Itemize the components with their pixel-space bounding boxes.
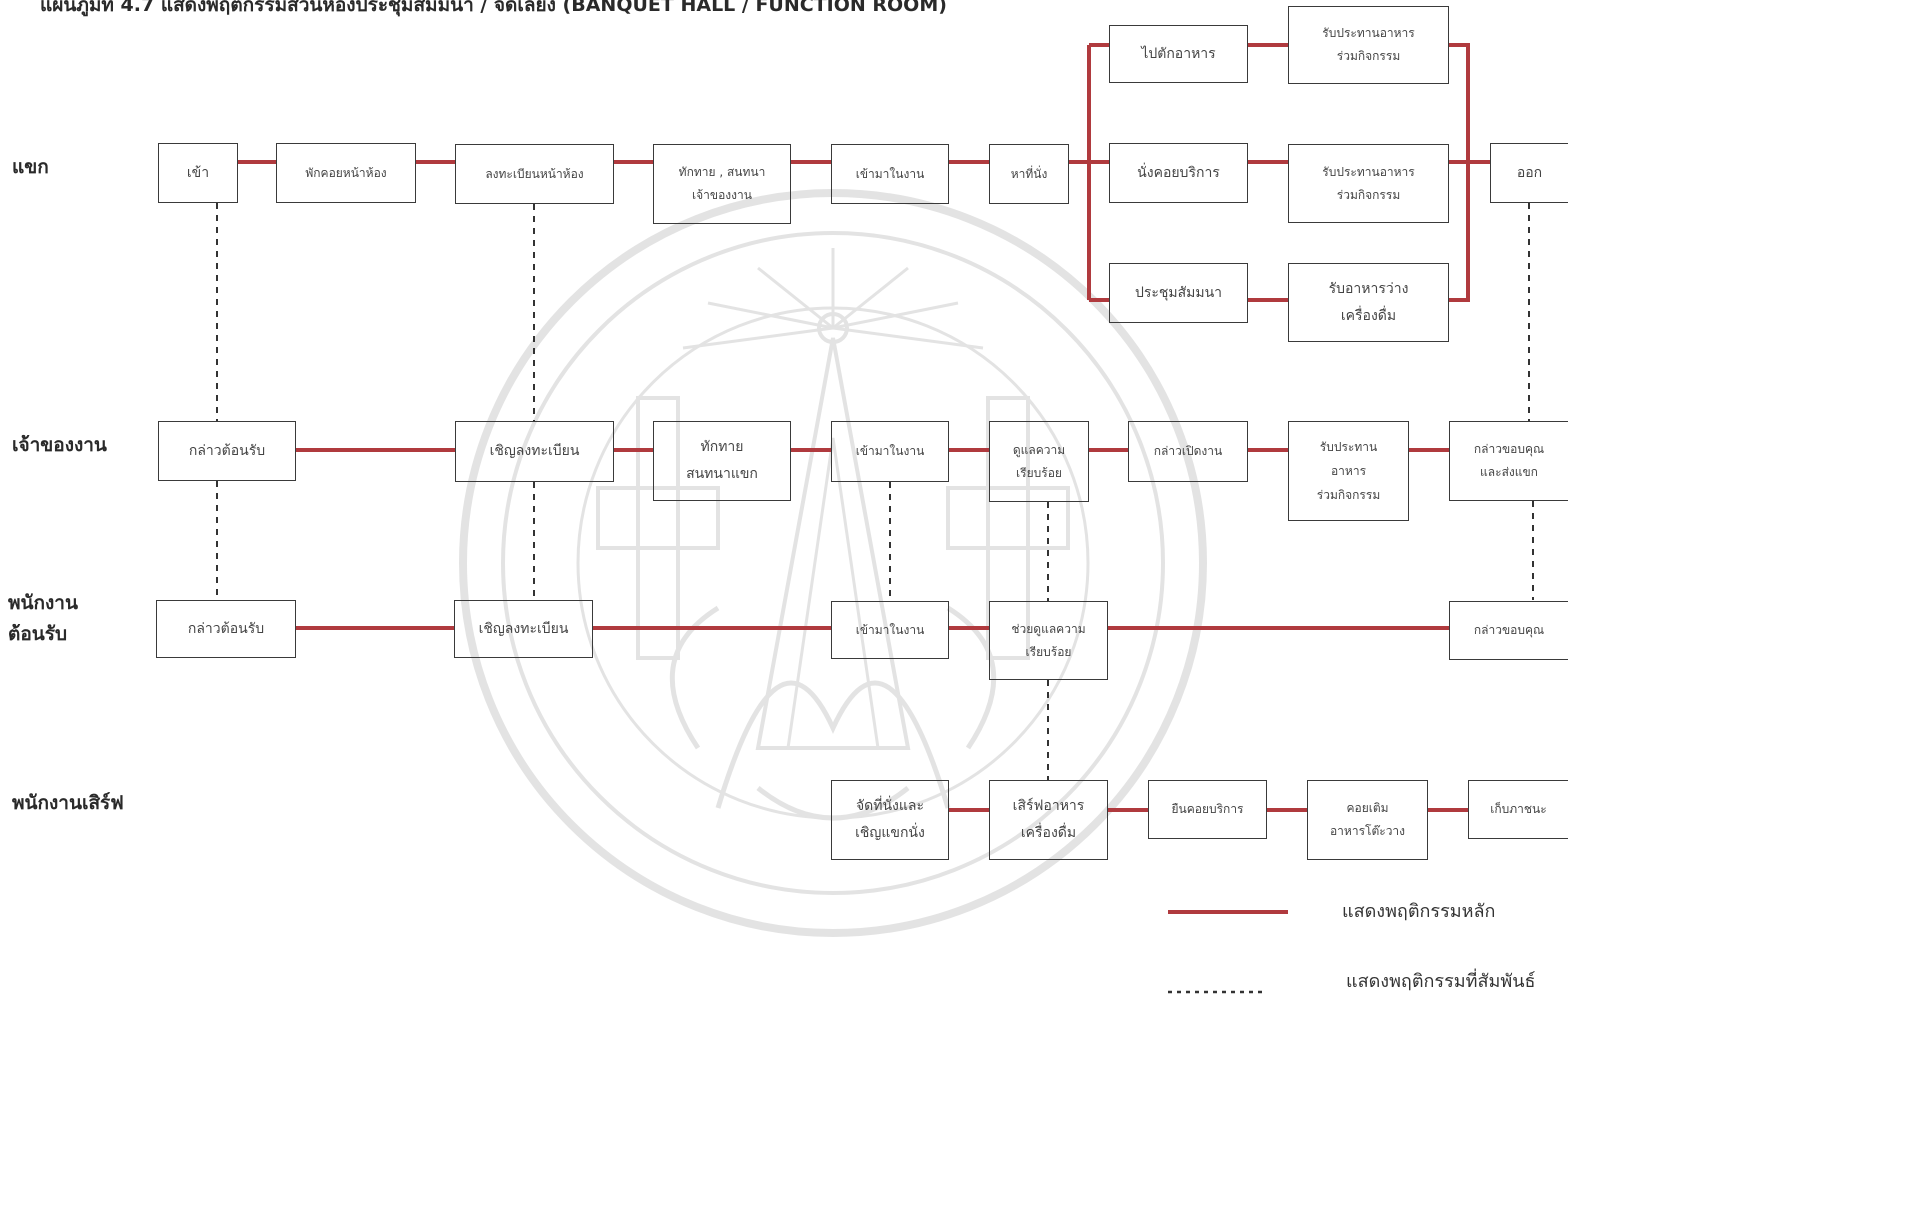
node-server-serve: เสิร์ฟอาหาร เครื่องดื่ม <box>989 780 1108 860</box>
node-reception-help: ช่วยดูแลความ เรียบร้อย <box>989 601 1108 680</box>
node-reception-invite: เชิญลงทะเบียน <box>454 600 593 658</box>
legend-main-label: แสดงพฤติกรรมหลัก <box>1342 901 1496 922</box>
node-guest-walkin: เข้ามาในงาน <box>831 144 949 204</box>
node-guest-eat-2: รับประทานอาหาร ร่วมกิจกรรม <box>1288 144 1449 223</box>
node-guest-meeting: ประชุมสัมมนา <box>1109 263 1248 323</box>
lane-guest: แขก <box>12 156 49 178</box>
node-guest-wait: พักคอยหน้าห้อง <box>276 143 416 203</box>
node-server-refill: คอยเติม อาหารโต๊ะวาง <box>1307 780 1428 860</box>
main-link <box>1449 43 1470 302</box>
flow-diagram: แผนภูมิที่ 4.7 แสดงพฤติกรรมส่วนห้องประชุ… <box>8 0 1568 994</box>
node-host-open: กล่าวเปิดงาน <box>1128 421 1248 482</box>
node-host-welcome: กล่าวต้อนรับ <box>158 421 296 481</box>
legend-related-label: แสดงพฤติกรรมที่สัมพันธ์ <box>1346 971 1536 992</box>
node-reception-thanks: กล่าวขอบคุณ <box>1449 601 1568 660</box>
university-seal-watermark <box>459 189 1207 937</box>
node-guest-exit: ออก <box>1490 143 1568 203</box>
node-host-thanks: กล่าวขอบคุณ และส่งแขก <box>1449 421 1568 501</box>
node-host-eat: รับประทาน อาหาร ร่วมกิจกรรม <box>1288 421 1409 521</box>
lane-server: พนักงานเสิร์ฟ <box>12 792 124 814</box>
connector-lines <box>216 43 1534 994</box>
node-reception-walkin: เข้ามาในงาน <box>831 601 949 659</box>
node-host-walkin: เข้ามาในงาน <box>831 421 949 482</box>
node-guest-greet: ทักทาย , สนทนา เจ้าของงาน <box>653 144 791 224</box>
node-server-clear: เก็บภาชนะ <box>1468 780 1568 839</box>
lane-reception: พนักงาน ต้อนรับ <box>8 592 78 646</box>
node-server-stand: ยืนคอยบริการ <box>1148 780 1267 839</box>
chart-title: แผนภูมิที่ 4.7 แสดงพฤติกรรมส่วนห้องประชุ… <box>40 0 947 16</box>
node-guest-enter: เข้า <box>158 143 238 203</box>
node-guest-seat: หาที่นั่ง <box>989 144 1069 204</box>
lane-host: เจ้าของงาน <box>12 434 107 456</box>
node-host-greet: ทักทาย สนทนาแขก <box>653 421 791 501</box>
node-guest-register: ลงทะเบียนหน้าห้อง <box>455 144 614 204</box>
node-reception-welcome: กล่าวต้อนรับ <box>156 600 296 658</box>
node-host-invite: เชิญลงทะเบียน <box>455 421 614 482</box>
node-server-arrange: จัดที่นั่งและ เชิญแขกนั่ง <box>831 780 949 860</box>
node-guest-buffet: ไปตักอาหาร <box>1109 25 1248 83</box>
node-guest-eat-1: รับประทานอาหาร ร่วมกิจกรรม <box>1288 6 1449 84</box>
node-host-oversee: ดูแลความ เรียบร้อย <box>989 421 1089 502</box>
node-guest-snack: รับอาหารว่าง เครื่องดื่ม <box>1288 263 1449 342</box>
node-guest-wait-service: นั่งคอยบริการ <box>1109 143 1248 203</box>
